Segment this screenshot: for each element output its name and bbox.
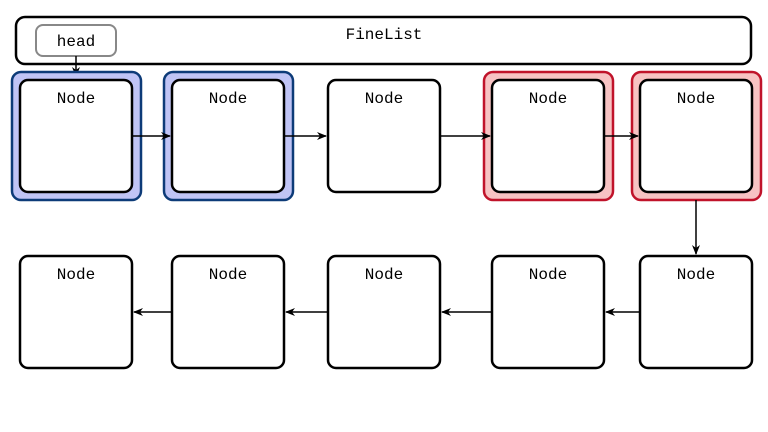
node-top-2: Node (326, 78, 442, 194)
node-bottom-4: Node (638, 254, 754, 370)
finelist-title: FineList (346, 26, 423, 44)
node-label: Node (677, 266, 715, 284)
node-label: Node (209, 266, 247, 284)
node-label: Node (209, 90, 247, 108)
node-bottom-0: Node (18, 254, 134, 370)
head-label: head (57, 33, 95, 51)
node-label: Node (365, 266, 403, 284)
node-top-1: Node (162, 70, 295, 202)
node-bottom-1: Node (170, 254, 286, 370)
node-label: Node (57, 266, 95, 284)
head-pointer: head (35, 24, 117, 57)
node-top-3: Node (482, 70, 615, 202)
node-label: Node (529, 266, 567, 284)
finelist-container: FineList (14, 15, 753, 66)
node-bottom-2: Node (326, 254, 442, 370)
node-top-0: Node (10, 70, 143, 202)
node-label: Node (57, 90, 95, 108)
node-label: Node (365, 90, 403, 108)
node-label: Node (677, 90, 715, 108)
node-top-4: Node (630, 70, 763, 202)
node-label: Node (529, 90, 567, 108)
node-row-bottom: Node Node Node Node Node (18, 254, 754, 370)
node-row-top: Node Node Node Node Node (10, 70, 763, 202)
node-bottom-3: Node (490, 254, 606, 370)
